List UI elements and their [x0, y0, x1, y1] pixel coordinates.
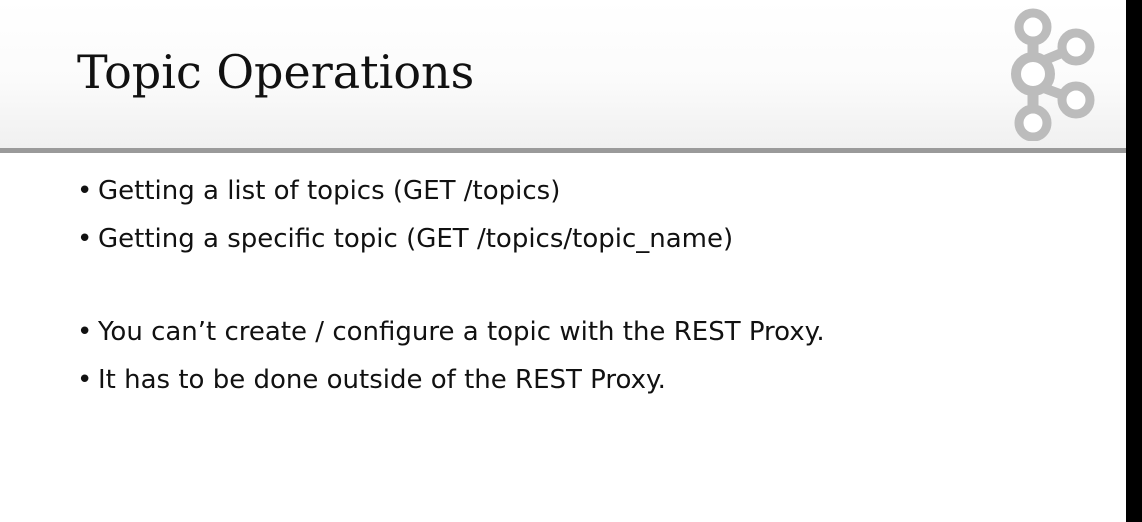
bullet-item: •You can’t create / configure a topic wi… — [77, 309, 825, 357]
bullet-dot: • — [77, 317, 93, 347]
bullet-text: You can’t create / configure a topic wit… — [98, 317, 825, 347]
header-divider — [0, 148, 1126, 153]
bullet-text: Getting a list of topics (GET /topics) — [98, 176, 561, 206]
kafka-logo-icon — [1011, 8, 1095, 141]
slide-title: Topic Operations — [77, 45, 475, 99]
slide-header: Topic Operations — [0, 0, 1126, 148]
bullet-dot: • — [77, 176, 93, 206]
bullet-text: Getting a specific topic (GET /topics/to… — [98, 224, 734, 254]
bullet-item: •Getting a list of topics (GET /topics) — [77, 168, 825, 216]
bullet-text: It has to be done outside of the REST Pr… — [98, 365, 666, 395]
bullet-dot: • — [77, 365, 93, 395]
bullet-item: •Getting a specific topic (GET /topics/t… — [77, 216, 825, 264]
bullet-dot: • — [77, 224, 93, 254]
bullet-item: •It has to be done outside of the REST P… — [77, 357, 825, 405]
bullet-list: •Getting a list of topics (GET /topics) … — [77, 168, 825, 405]
bullet-spacer — [77, 264, 825, 309]
right-edge-bar — [1126, 0, 1142, 522]
